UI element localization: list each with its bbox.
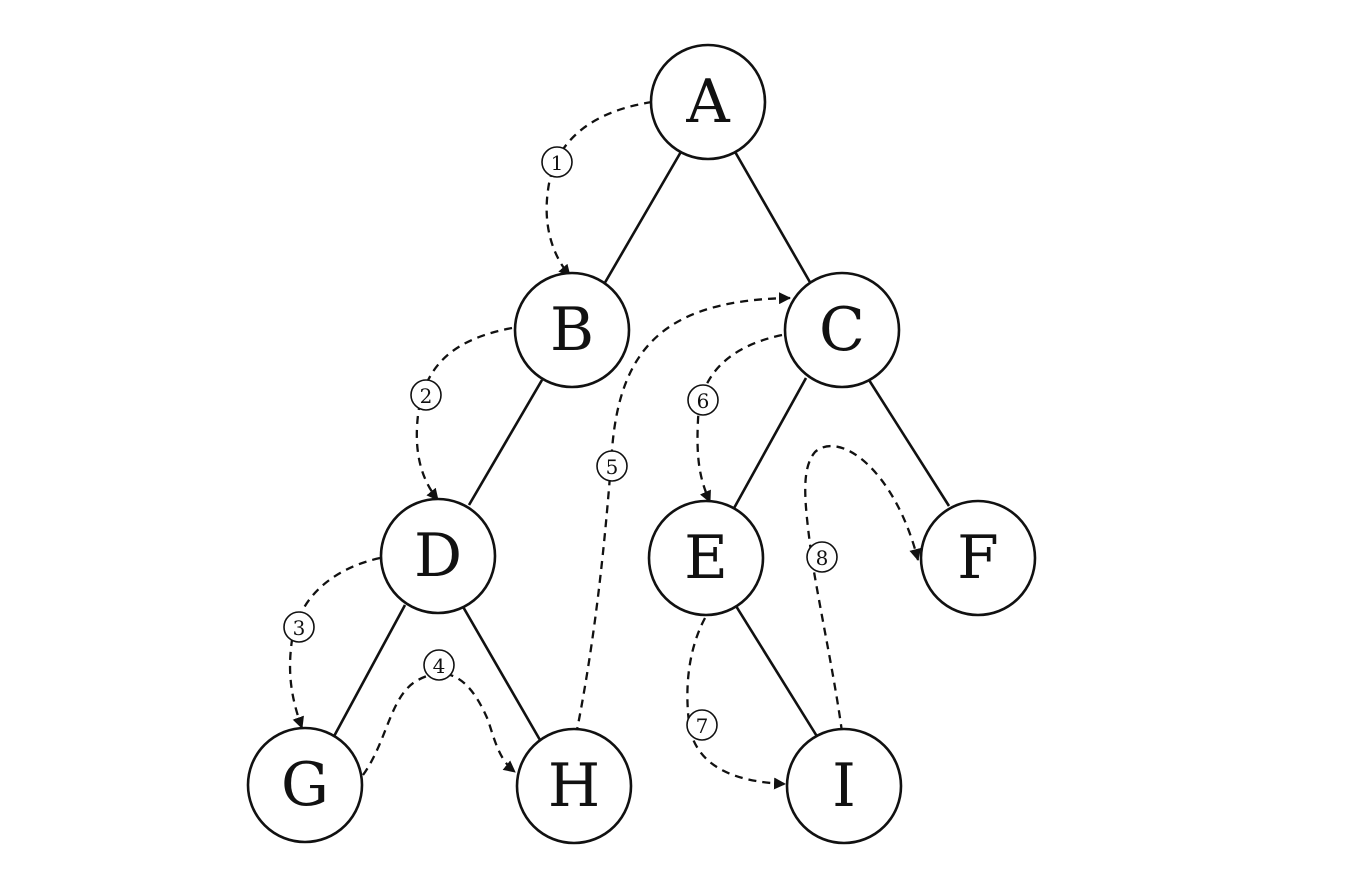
step-badges: 1 2 3 4 5 6 7 8: [283, 146, 838, 741]
step-label-7: 7: [696, 714, 709, 738]
step-label-1: 1: [551, 151, 564, 175]
tree-edges: [330, 149, 951, 741]
node-e: E: [647, 499, 765, 617]
traversal-arrow-6: [696, 333, 783, 503]
edge-d-h: [460, 604, 542, 741]
traversal-arrow-1: [545, 100, 653, 277]
step-label-8: 8: [816, 546, 829, 570]
step-badge-3: 3: [283, 611, 315, 643]
traversal-arrow-2: [415, 326, 513, 501]
edge-c-f: [867, 379, 951, 507]
step-label-4: 4: [433, 654, 446, 678]
traversal-arrow-4: [362, 672, 516, 776]
traversal-arrows: [288, 100, 922, 790]
node-label-g: G: [281, 750, 329, 820]
node-label-e: E: [684, 523, 728, 593]
step-badge-6: 6: [687, 384, 719, 416]
node-a: A: [649, 43, 767, 161]
node-i: I: [785, 727, 903, 845]
step-badge-8: 8: [806, 541, 838, 573]
node-c: C: [783, 271, 901, 389]
traversal-arrow-3: [288, 556, 381, 729]
step-badge-2: 2: [410, 379, 442, 411]
edge-c-e: [731, 377, 808, 511]
tree-nodes: A B C D E F G H: [246, 43, 1037, 845]
step-badge-1: 1: [541, 146, 573, 178]
node-b: B: [513, 271, 631, 389]
node-label-d: D: [414, 521, 462, 591]
edge-a-c: [732, 149, 813, 285]
step-label-2: 2: [420, 384, 433, 408]
edge-a-b: [601, 149, 684, 287]
node-label-f: F: [957, 523, 999, 593]
step-badge-5: 5: [596, 450, 628, 482]
node-label-i: I: [832, 751, 856, 821]
traversal-arrow-8: [804, 445, 922, 733]
node-d: D: [379, 497, 497, 615]
traversal-arrow-5: [574, 292, 791, 736]
step-label-6: 6: [697, 389, 710, 413]
node-f: F: [919, 499, 1037, 617]
node-g: G: [246, 726, 364, 844]
node-label-b: B: [550, 295, 594, 365]
edge-d-g: [330, 604, 407, 741]
step-badge-4: 4: [423, 649, 455, 681]
edge-e-i: [734, 605, 820, 739]
step-badge-7: 7: [686, 709, 718, 741]
step-label-5: 5: [606, 455, 619, 479]
node-h: H: [515, 727, 633, 845]
node-label-c: C: [819, 295, 865, 365]
node-label-h: H: [548, 751, 600, 821]
step-label-3: 3: [293, 616, 306, 640]
node-label-a: A: [685, 67, 730, 137]
traversal-arrow-7: [686, 617, 786, 790]
edge-b-d: [467, 379, 544, 506]
